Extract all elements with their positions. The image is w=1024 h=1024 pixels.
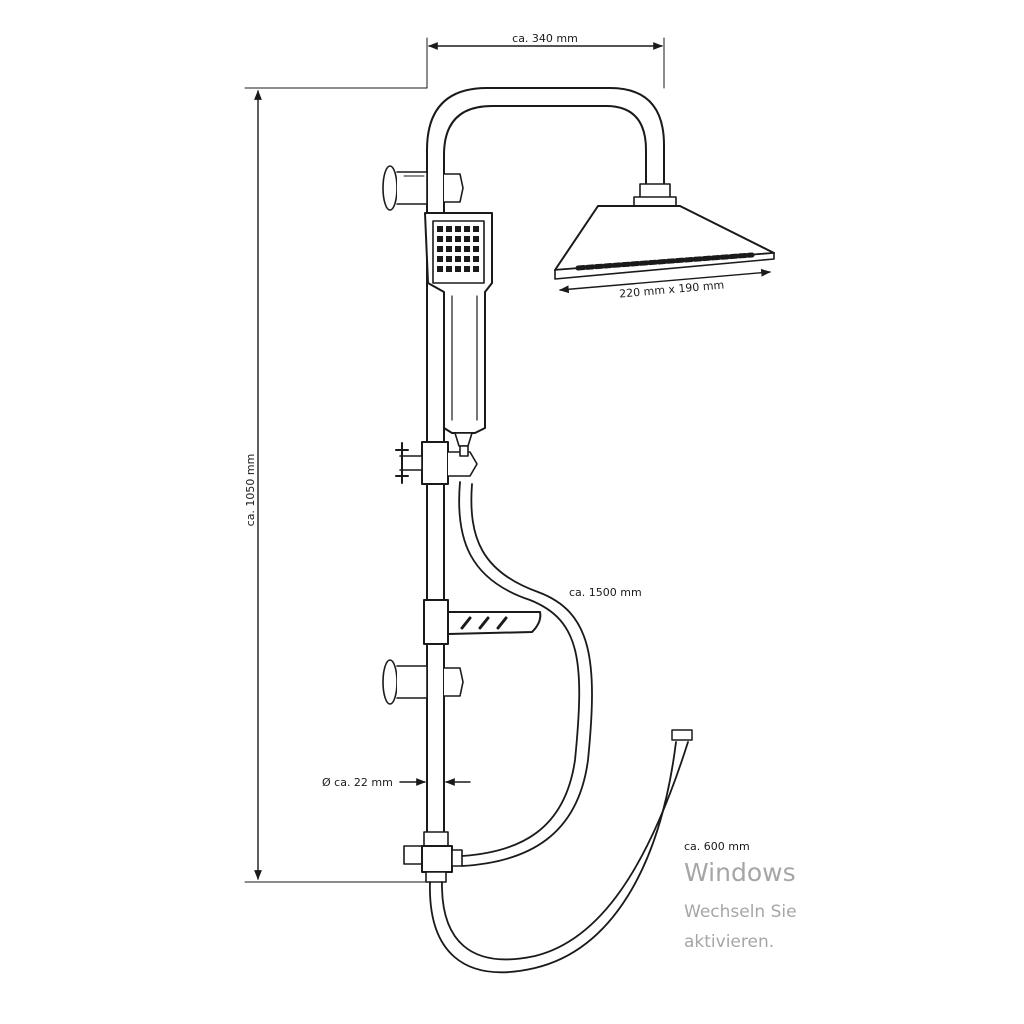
label-head-size: 220 mm x 190 mm xyxy=(619,278,725,300)
dimension-height-total xyxy=(244,87,433,883)
riser-rail xyxy=(426,87,665,841)
hose-long xyxy=(458,481,593,867)
soap-dish xyxy=(423,599,542,645)
rain-shower-head xyxy=(554,205,775,280)
label-diameter: Ø ca. 22 mm xyxy=(322,776,393,789)
label-height-total: ca. 1050 mm xyxy=(244,454,257,527)
dimension-width-top xyxy=(426,37,665,89)
watermark-line-2: aktivieren. xyxy=(684,932,775,952)
hose-short xyxy=(429,729,693,974)
wall-bracket-bottom xyxy=(382,659,464,705)
label-width-top: ca. 340 mm xyxy=(512,32,578,45)
hand-shower-nozzles xyxy=(437,226,479,272)
wall-bracket-top xyxy=(382,165,464,211)
shower-head-connector xyxy=(633,183,677,207)
label-hose-long: ca. 1500 mm xyxy=(569,586,642,599)
watermark-line-1: Wechseln Sie xyxy=(684,902,797,922)
label-hose-short: ca. 600 mm xyxy=(684,840,750,853)
dimension-head-size xyxy=(559,268,771,294)
diverter-valve xyxy=(403,831,463,883)
watermark-title: Windows xyxy=(684,858,796,887)
sliding-holder xyxy=(395,441,478,485)
